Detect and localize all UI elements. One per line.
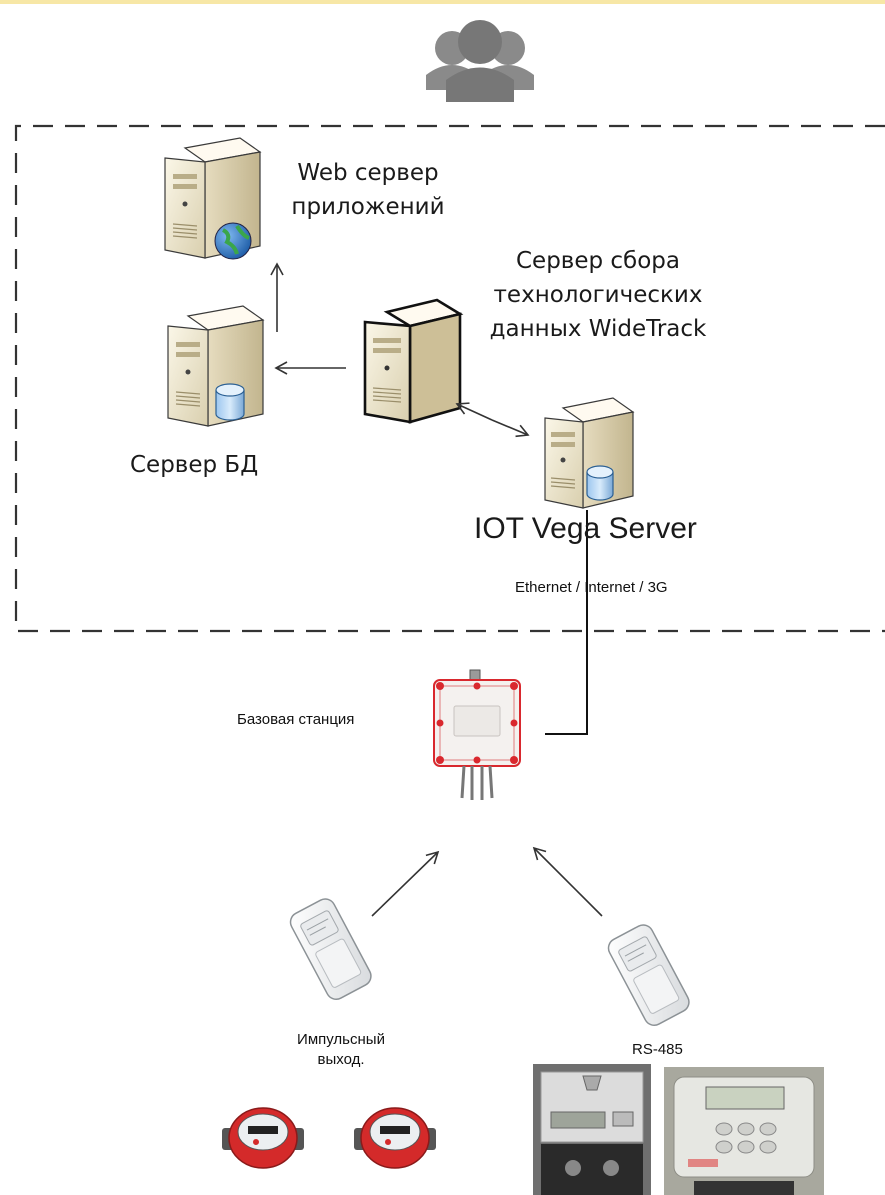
lora-modem-icon xyxy=(289,898,372,1000)
iot-server-database-icon xyxy=(544,397,635,509)
arrow-left-modem-to-station xyxy=(371,850,440,917)
users-group-icon xyxy=(426,20,534,102)
heat-meter-icon xyxy=(664,1067,824,1195)
network-link-label: Ethernet / Internet / 3G xyxy=(515,579,668,596)
collector-server-label: Сервер сбора технологических данных Wide… xyxy=(489,248,707,342)
water-meter-icon xyxy=(354,1107,436,1169)
server-tower-icon xyxy=(363,298,464,424)
web-server-label: Web сервер приложений xyxy=(291,160,445,220)
lora-modem-icon xyxy=(607,924,690,1026)
arrow-iot-to-collector xyxy=(455,402,493,421)
arrow-right-modem-to-station xyxy=(532,846,603,917)
base-station-antenna-icon xyxy=(433,669,521,800)
electric-meter-icon xyxy=(533,1064,651,1195)
network-link-line xyxy=(545,510,588,735)
arrow-collector-to-iot xyxy=(491,419,530,438)
web-server-globe-icon xyxy=(164,137,262,260)
water-meter-icon xyxy=(222,1107,304,1169)
rs485-label: RS-485 xyxy=(632,1041,683,1058)
server-zone-boundary xyxy=(14,124,885,633)
db-server-label: Сервер БД xyxy=(130,452,259,478)
iot-server-label: IOT Vega Server xyxy=(474,512,697,545)
top-strip xyxy=(0,0,885,4)
base-station-label: Базовая станция xyxy=(237,711,355,728)
pulse-output-label: Импульсный выход. xyxy=(297,1031,385,1068)
database-server-icon xyxy=(167,305,265,427)
